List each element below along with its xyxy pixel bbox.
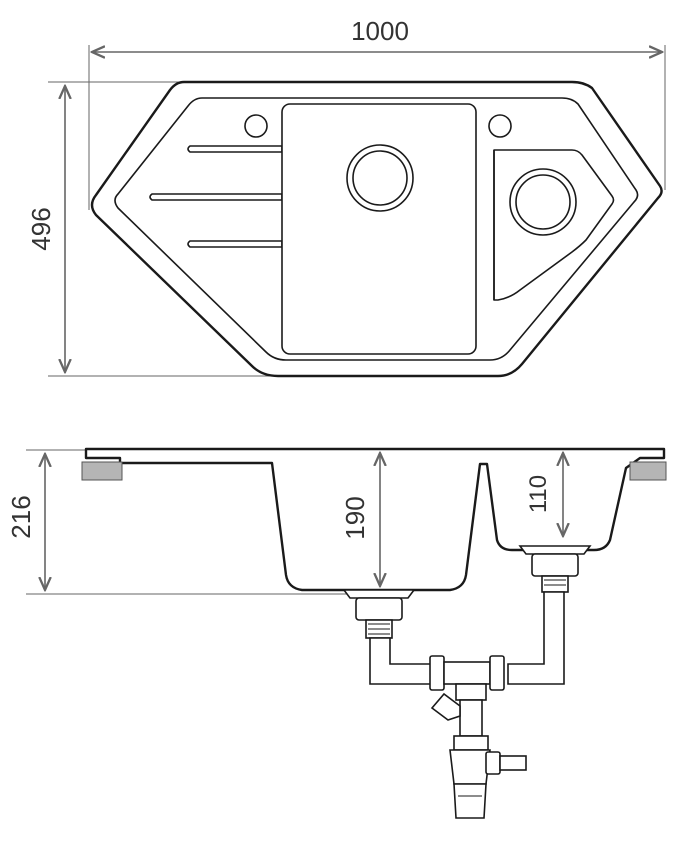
width-dimension: 1000 — [88, 16, 666, 210]
small-bowl-depth-dimension: 110 — [525, 453, 563, 536]
drainer-grooves — [149, 145, 283, 248]
height-dimension: 216 — [6, 449, 350, 595]
main-bowl-depth-label: 190 — [340, 496, 370, 539]
left-edge-cap — [81, 461, 123, 481]
top-view: 1000 496 — [26, 16, 666, 378]
tap-hole-right — [488, 114, 512, 138]
small-bowl-drain — [509, 168, 577, 236]
right-edge-cap — [629, 461, 667, 481]
main-bowl-depth-dimension: 190 — [340, 453, 380, 586]
main-bowl — [281, 103, 477, 355]
depth-label: 496 — [26, 207, 56, 250]
tap-hole-left — [244, 114, 268, 138]
small-bowl-depth-label: 110 — [525, 475, 552, 513]
siphon-assembly — [342, 545, 592, 819]
height-label: 216 — [6, 495, 36, 538]
side-view: 216 190 110 — [6, 447, 667, 819]
width-label: 1000 — [351, 16, 409, 46]
depth-dimension: 496 — [26, 81, 280, 377]
main-bowl-drain — [346, 144, 414, 212]
